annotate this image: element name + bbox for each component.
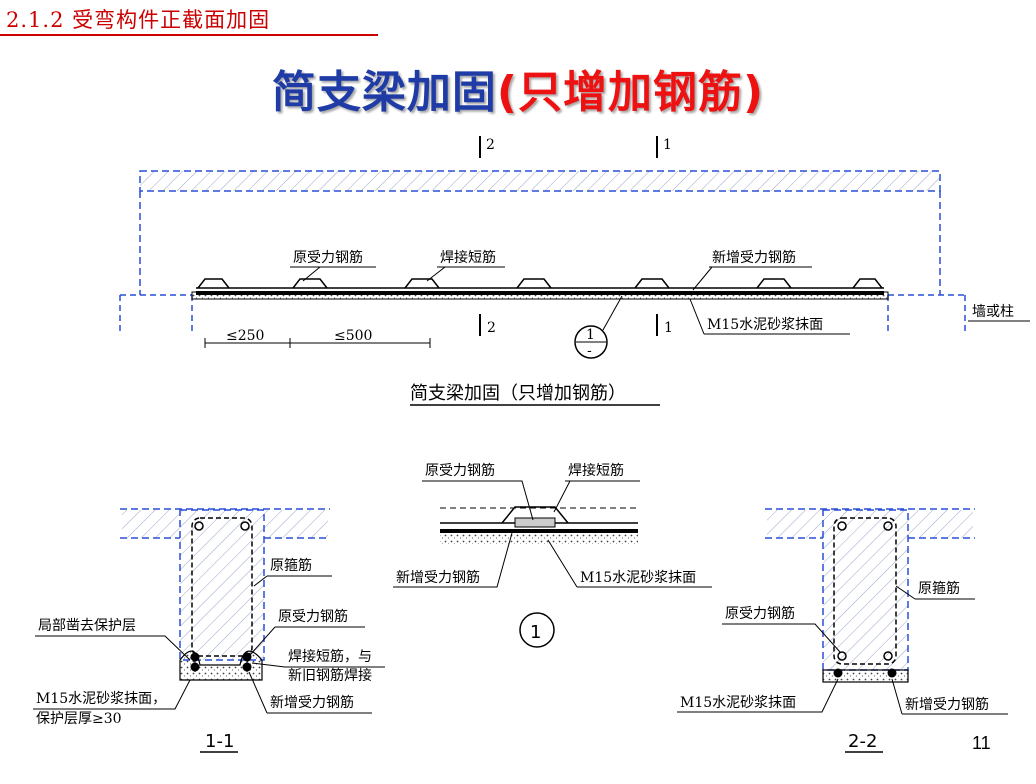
s22-caption: 2-2 xyxy=(848,731,877,752)
s22-label-orig-rebar: 原受力钢筋 xyxy=(725,605,795,622)
dim-250: ≤250 xyxy=(226,328,264,344)
cut-2-top-label: 2 xyxy=(486,137,495,153)
elevation-drawing: 2 1 2 1 原受力钢筋 焊接短筋 新增受力钢筋 M15水泥砂浆抹面 墙或柱 … xyxy=(119,136,1030,406)
dimension-line xyxy=(204,338,431,348)
s22-label-stirrup: 原箍筋 xyxy=(918,580,960,597)
d1-label-new-rebar: 新增受力钢筋 xyxy=(396,569,480,586)
d1-label-orig-rebar: 原受力钢筋 xyxy=(425,462,495,479)
s11-label-orig-rebar: 原受力钢筋 xyxy=(278,608,348,625)
detail-bubble-den: - xyxy=(587,343,592,359)
s22-label-new-rebar: 新增受力钢筋 xyxy=(905,696,989,713)
title-paren-open: ( xyxy=(496,67,518,118)
s11-label-stirrup: 原箍筋 xyxy=(270,557,312,574)
beam-web-2-2 xyxy=(822,509,909,671)
beam-web-1-1 xyxy=(179,509,265,661)
label-weld-short: 焊接短筋 xyxy=(440,249,496,266)
section-2-2-drawing: 原箍筋 原受力钢筋 M15水泥砂浆抹面 新增受力钢筋 2-2 xyxy=(677,508,1008,753)
page-number: 11 xyxy=(972,733,991,753)
s22-label-mortar: M15水泥砂浆抹面 xyxy=(680,695,796,711)
stirrup-1-1 xyxy=(191,517,253,657)
title-paren-close: ) xyxy=(743,67,765,118)
detail-bubble-num: 1 xyxy=(586,327,595,343)
section-heading-underline xyxy=(0,34,378,36)
mortar-2-2 xyxy=(822,669,909,683)
cut-1-bottom-label: 1 xyxy=(664,320,673,336)
s11-label-remove-cover: 局部凿去保护层 xyxy=(38,618,136,634)
mortar-1-1 xyxy=(179,650,263,681)
d1-label-weld-short: 焊接短筋 xyxy=(568,462,624,479)
slide-title: 简支梁加固(只增加钢筋) xyxy=(0,56,1036,120)
stirrup-2-2 xyxy=(833,517,897,665)
label-mortar: M15水泥砂浆抹面 xyxy=(707,317,823,333)
dim-500: ≤500 xyxy=(334,328,372,344)
elevation-caption: 简支梁加固（只增加钢筋） xyxy=(410,383,626,404)
s11-label-mortar-2: 保护层厚≥30 xyxy=(36,711,122,727)
s11-label-weld-2: 新旧钢筋焊接 xyxy=(288,667,372,684)
left-support xyxy=(119,294,193,335)
d1-label-mortar: M15水泥砂浆抹面 xyxy=(580,570,696,586)
d1-caption: 1 xyxy=(530,622,541,643)
s11-label-new-rebar: 新增受力钢筋 xyxy=(270,694,354,711)
section-1-1-drawing: 原箍筋 原受力钢筋 局部凿去保护层 焊接短筋，与 新旧钢筋焊接 M15水泥砂浆抹… xyxy=(33,508,385,753)
section-heading: 2.1.2 受弯构件正截面加固 xyxy=(6,8,271,32)
s11-caption: 1-1 xyxy=(205,731,234,752)
detail-weld-short xyxy=(501,506,569,524)
detail-1-drawing: 原受力钢筋 焊接短筋 新增受力钢筋 M15水泥砂浆抹面 1 xyxy=(393,462,712,648)
s11-label-mortar-1: M15水泥砂浆抹面， xyxy=(36,691,166,707)
right-support xyxy=(887,294,966,335)
title-main: 简支梁加固 xyxy=(271,67,497,118)
label-wall: 墙或柱 xyxy=(972,304,1014,320)
detail-mortar xyxy=(440,534,638,544)
label-orig-rebar: 原受力钢筋 xyxy=(293,249,363,266)
s11-label-weld-1: 焊接短筋，与 xyxy=(288,648,372,665)
weld-shorts xyxy=(197,278,883,289)
title-highlight: 只增加钢筋 xyxy=(518,67,743,118)
beam-outline xyxy=(139,191,941,295)
cut-2-bottom-label: 2 xyxy=(487,320,496,336)
detail-1-bubble xyxy=(519,612,555,648)
slab-outline xyxy=(139,170,941,192)
cut-1-top-label: 1 xyxy=(663,137,672,153)
label-new-rebar: 新增受力钢筋 xyxy=(712,249,796,266)
